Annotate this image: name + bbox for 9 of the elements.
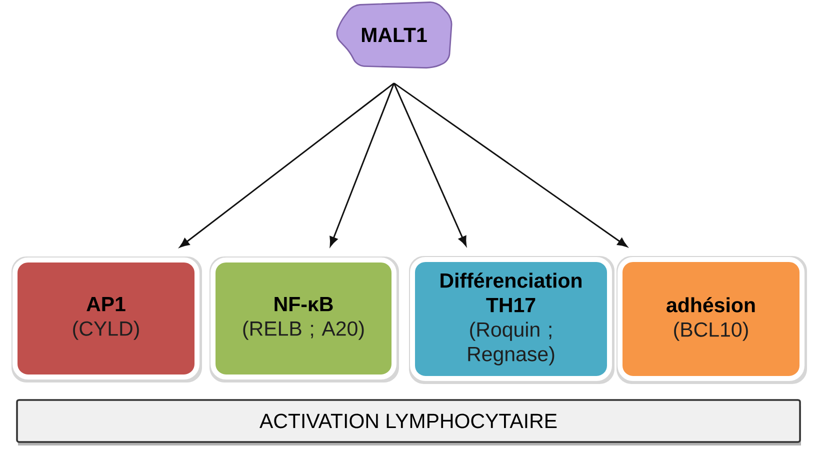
banner-bar: ACTIVATION LYMPHOCYTAIRE — [16, 399, 801, 446]
arrow — [394, 82, 628, 248]
arrow — [180, 82, 394, 248]
arrow — [393, 82, 467, 246]
category-box: AP1 (CYLD) — [12, 256, 202, 382]
category-box: adhésion (BCL10) — [616, 256, 807, 384]
category-box: Différenciation TH17 (Roquin ; Regnase) — [409, 256, 614, 384]
arrow — [330, 82, 395, 246]
category-box: NF-κB (RELB ; A20) — [210, 256, 399, 382]
